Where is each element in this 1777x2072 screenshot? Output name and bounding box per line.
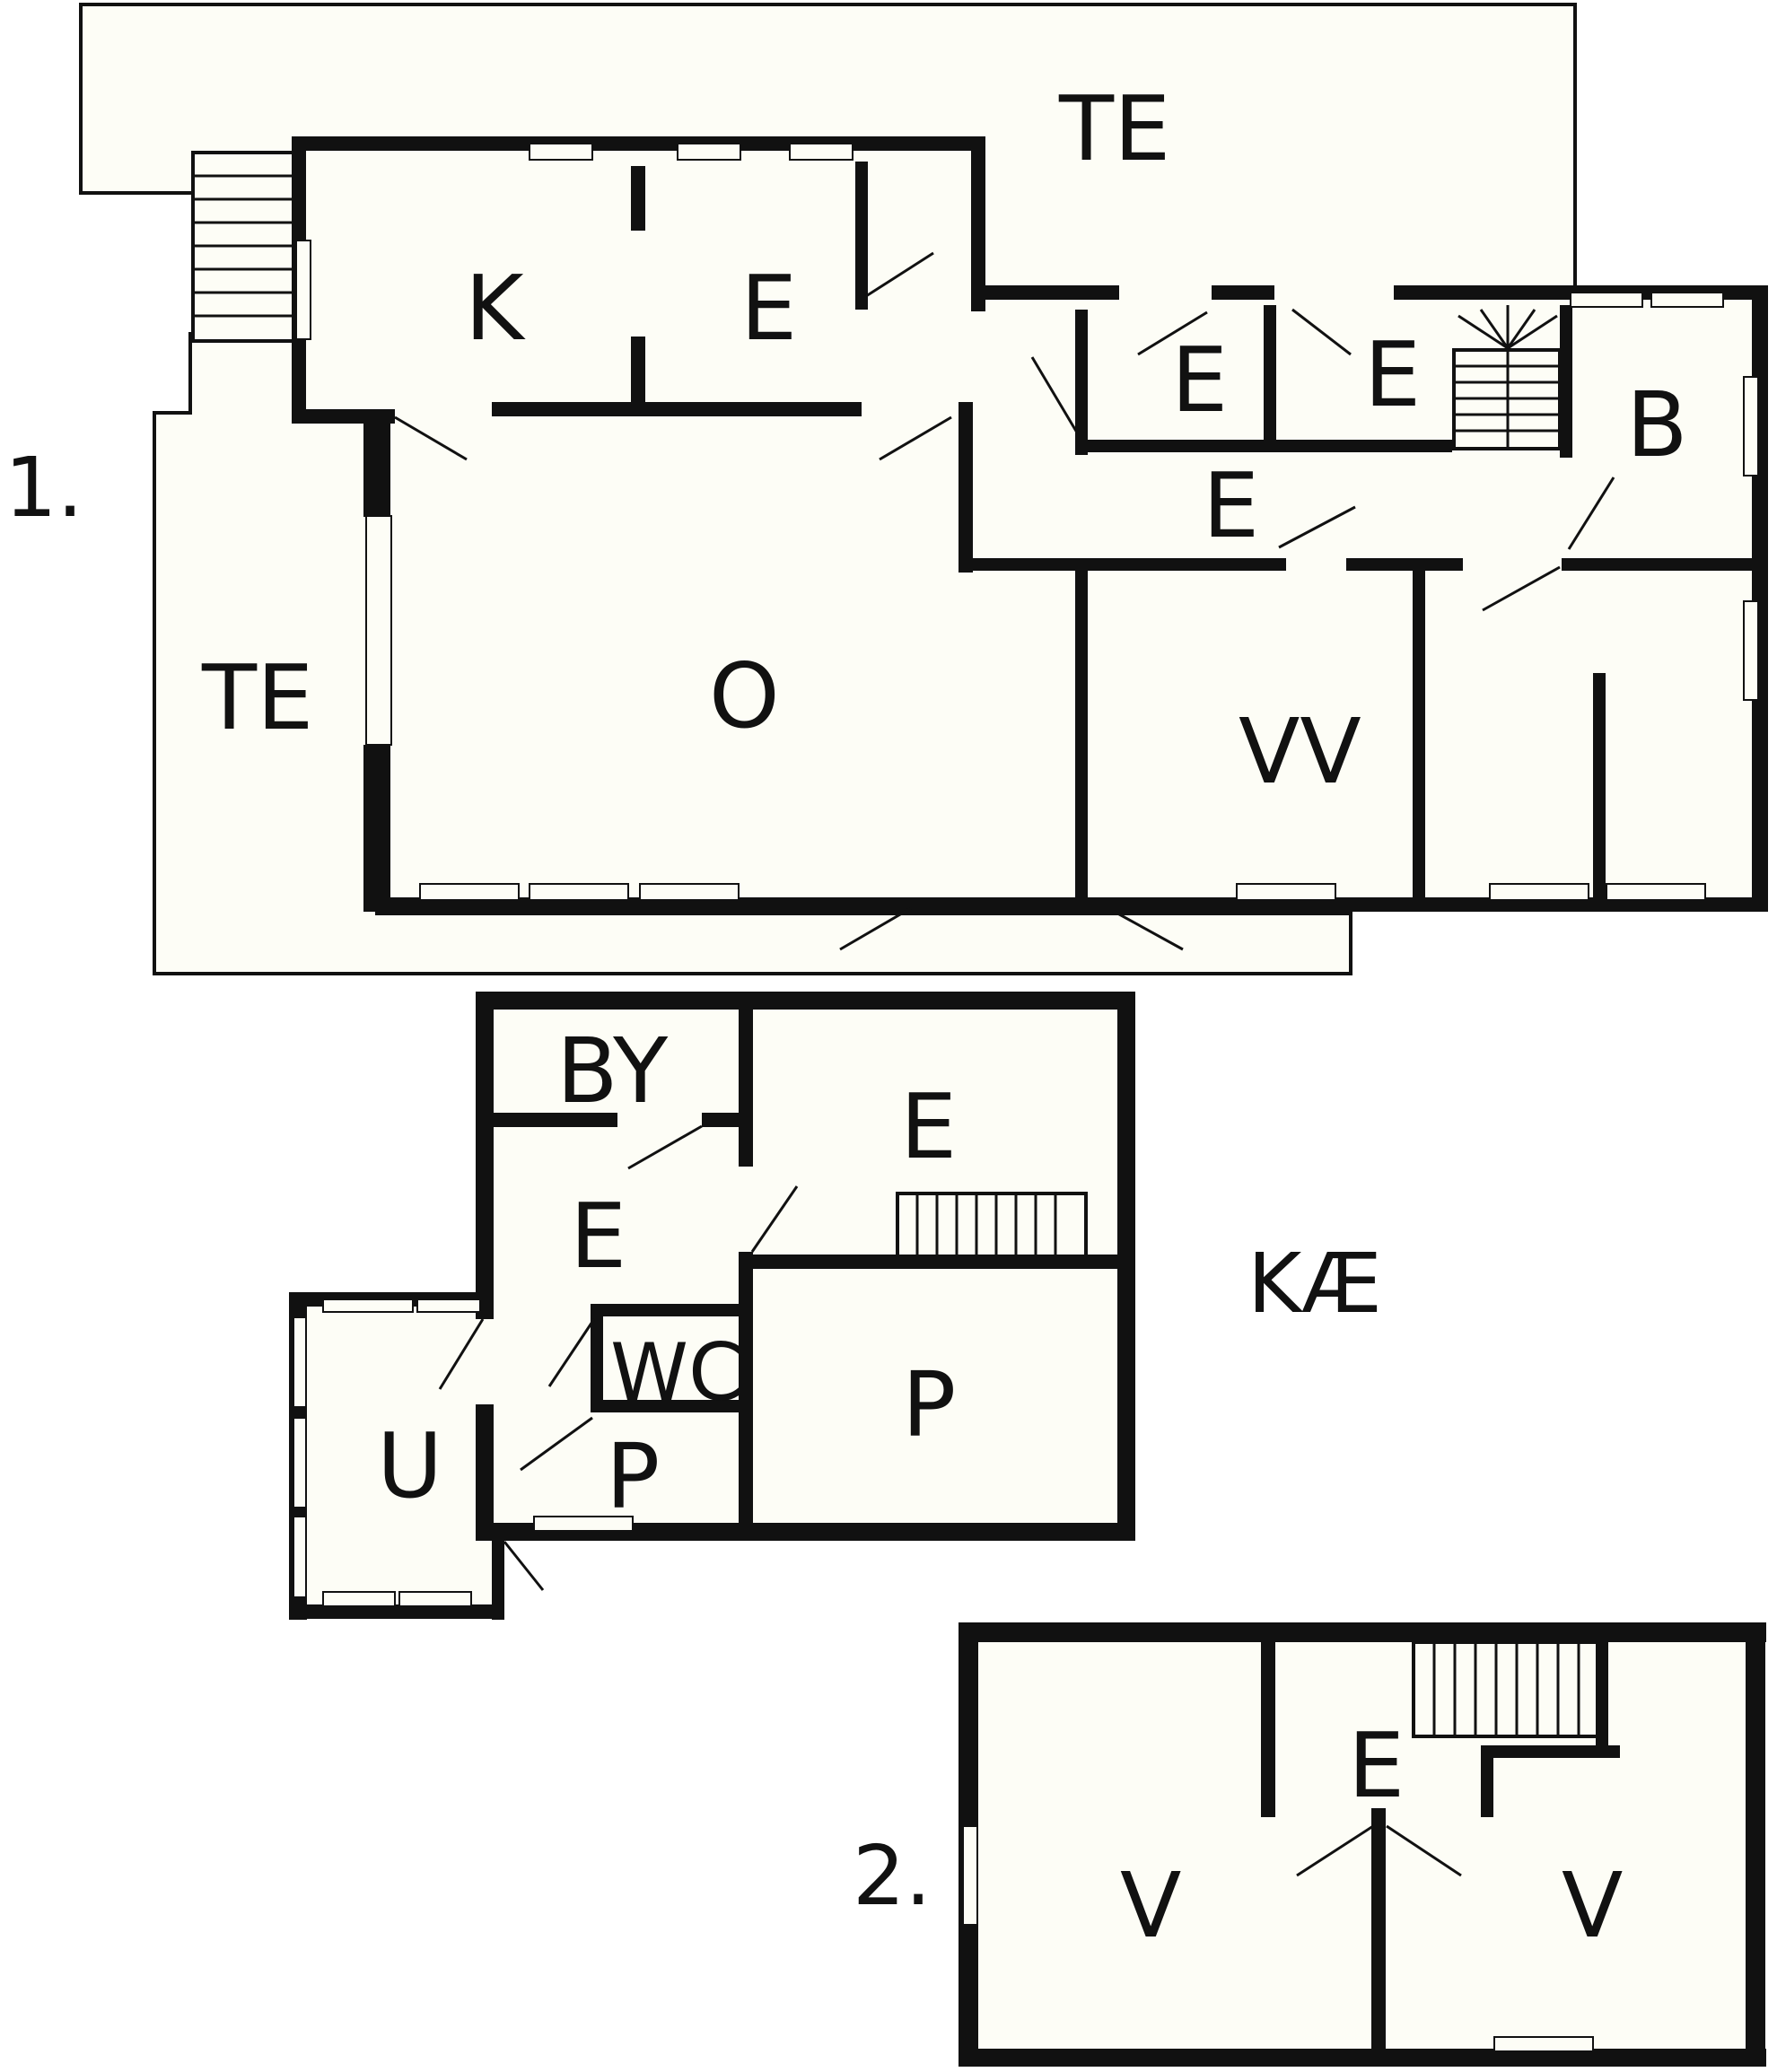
- room-label-hall-right: E: [900, 1074, 957, 1179]
- room-label-hall-top: E: [740, 256, 797, 361]
- u-room-area: [289, 1292, 498, 1615]
- room-label-terrace-top: TE: [1058, 76, 1170, 181]
- basement-doors: [438, 1124, 799, 1591]
- floor-2-windows: [962, 1825, 1594, 2052]
- room-label-terrace-left: TE: [201, 645, 313, 750]
- room-label-hall-left: E: [570, 1184, 626, 1289]
- room-label-hall-2: E: [1348, 1713, 1405, 1818]
- room-label-p-small: P: [606, 1424, 660, 1529]
- floor-1-interior: [292, 139, 1768, 911]
- floor-1-walls: [292, 136, 1768, 912]
- floor-2: E V V 2.: [853, 1622, 1766, 2067]
- room-label-storage-by: BY: [556, 1019, 669, 1123]
- floor-1: TE TE K E E E E B O VV 1.: [4, 3, 1768, 975]
- room-label-hall-small-1: E: [1171, 328, 1228, 433]
- room-label-wc: WC: [610, 1326, 743, 1419]
- floor-2-walls: [959, 1622, 1766, 2067]
- room-label-p-large: P: [902, 1352, 956, 1457]
- floor-2-doors: [1296, 1824, 1462, 1877]
- floor-2-stairs: [1412, 1640, 1599, 1738]
- room-label-bath: B: [1626, 372, 1688, 477]
- entrance-stairs: [191, 151, 295, 343]
- floor-1-doors: [394, 251, 1615, 951]
- room-label-kitchen: K: [465, 256, 526, 361]
- room-label-guest: VV: [1239, 699, 1361, 804]
- basement-walls: [289, 992, 1135, 1620]
- room-label-v-left: V: [1120, 1853, 1181, 1958]
- spiral-stairs: [1452, 305, 1562, 450]
- floor-basement: BY E E WC P P U KÆ: [289, 992, 1382, 1620]
- floor-1-windows: [295, 143, 1759, 901]
- room-label-living: O: [709, 643, 780, 748]
- floor-label-basement: KÆ: [1247, 1236, 1382, 1332]
- floor-label-2: 2.: [853, 1828, 932, 1924]
- room-label-v-right: V: [1562, 1853, 1623, 1958]
- room-label-hall-small-2: E: [1364, 322, 1421, 427]
- room-label-hall-corridor: E: [1203, 453, 1259, 558]
- basement-stairs: [896, 1192, 1088, 1258]
- floor-label-1: 1.: [4, 440, 83, 536]
- basement-windows: [293, 1298, 634, 1607]
- room-label-u: U: [377, 1413, 442, 1518]
